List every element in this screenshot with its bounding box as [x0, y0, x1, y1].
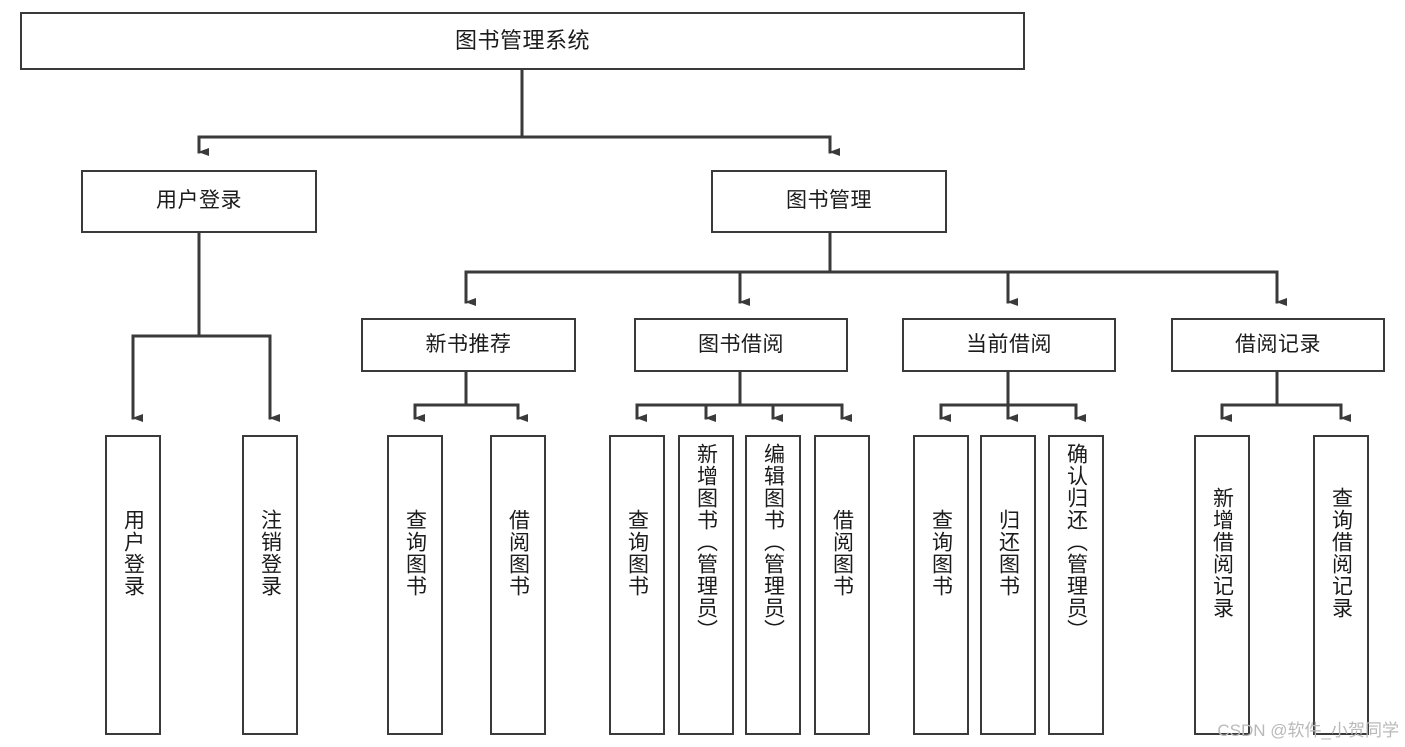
node-leaf-return-book-label: 归还图书	[996, 509, 1020, 597]
node-leaf-borrow-book-2[interactable]: 借阅图书	[814, 435, 870, 735]
node-leaf-borrow-book-1[interactable]: 借阅图书	[490, 435, 546, 735]
node-leaf-query-book-2-label: 查询图书	[625, 509, 649, 597]
node-book-borrow[interactable]: 图书借阅	[634, 318, 848, 372]
node-current-borrow[interactable]: 当前借阅	[902, 318, 1116, 372]
node-new-book-recommend-label: 新书推荐	[425, 332, 512, 356]
node-root[interactable]: 图书管理系统	[20, 12, 1025, 70]
node-leaf-confirm-return[interactable]: 确认归还（管理员）	[1048, 435, 1104, 735]
node-leaf-user-logout[interactable]: 注销登录	[242, 435, 298, 735]
node-leaf-query-book-1[interactable]: 查询图书	[387, 435, 443, 735]
node-leaf-edit-book[interactable]: 编辑图书（管理员）	[745, 435, 801, 735]
node-book-borrow-label: 图书借阅	[698, 332, 784, 356]
node-new-book-recommend[interactable]: 新书推荐	[361, 318, 576, 372]
node-leaf-query-book-1-label: 查询图书	[403, 509, 427, 597]
node-leaf-add-record-label: 新增借阅记录	[1210, 487, 1234, 619]
node-leaf-confirm-return-label: 确认归还（管理员）	[1064, 443, 1088, 641]
node-leaf-user-login-label: 用户登录	[121, 509, 145, 597]
node-current-borrow-label: 当前借阅	[966, 332, 1052, 356]
node-root-label: 图书管理系统	[454, 28, 590, 54]
node-leaf-borrow-book-1-label: 借阅图书	[506, 509, 530, 597]
node-leaf-add-book-label: 新增图书（管理员）	[694, 443, 718, 641]
node-leaf-query-book-3-label: 查询图书	[929, 509, 953, 597]
node-user-login[interactable]: 用户登录	[81, 170, 317, 233]
node-leaf-user-login[interactable]: 用户登录	[105, 435, 161, 735]
node-user-login-label: 用户登录	[156, 189, 242, 213]
node-leaf-return-book[interactable]: 归还图书	[980, 435, 1036, 735]
node-leaf-borrow-book-2-label: 借阅图书	[830, 509, 854, 597]
node-borrow-record-label: 借阅记录	[1235, 332, 1321, 356]
node-borrow-record[interactable]: 借阅记录	[1171, 318, 1385, 372]
node-leaf-edit-book-label: 编辑图书（管理员）	[761, 443, 785, 641]
node-leaf-user-logout-label: 注销登录	[258, 509, 282, 597]
node-leaf-add-record[interactable]: 新增借阅记录	[1194, 435, 1250, 735]
node-leaf-add-book[interactable]: 新增图书（管理员）	[678, 435, 734, 735]
node-book-management-label: 图书管理	[786, 189, 872, 213]
node-book-management[interactable]: 图书管理	[711, 170, 947, 233]
node-leaf-query-record-label: 查询借阅记录	[1329, 487, 1353, 619]
node-leaf-query-book-2[interactable]: 查询图书	[609, 435, 665, 735]
watermark: CSDN @软件_小贺同学	[1217, 721, 1399, 740]
node-leaf-query-book-3[interactable]: 查询图书	[913, 435, 969, 735]
node-leaf-query-record[interactable]: 查询借阅记录	[1313, 435, 1369, 735]
